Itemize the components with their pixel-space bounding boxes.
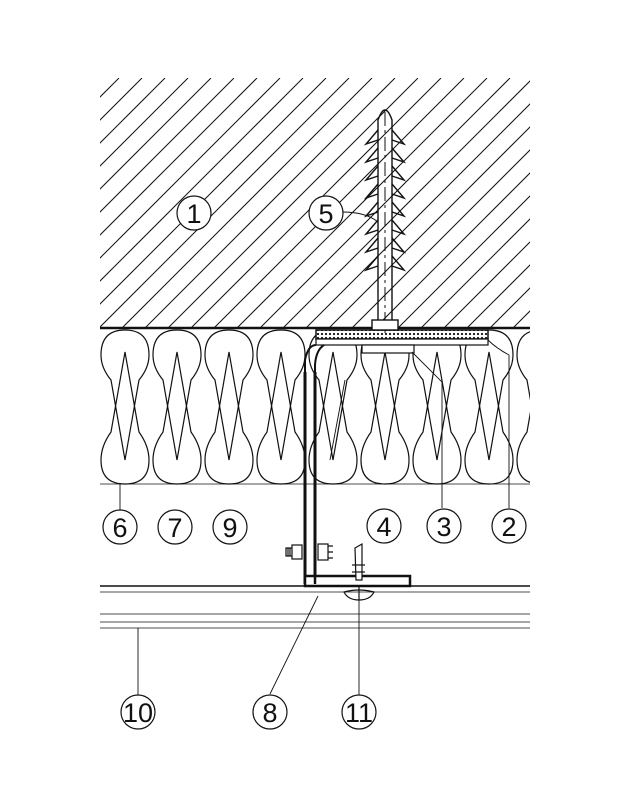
- hatch-line: [100, 78, 212, 190]
- callout-1: 1: [176, 195, 212, 231]
- callout-5-label: 5: [318, 199, 333, 229]
- callout-9-label: 9: [222, 513, 237, 543]
- callout-10-label: 10: [123, 698, 153, 728]
- insulation-lobe-lower: [360, 351, 410, 485]
- callout-10: 10: [120, 694, 156, 730]
- hatch-line: [100, 78, 120, 98]
- hatch-line: [259, 78, 511, 328]
- hatch-line: [121, 78, 373, 328]
- callout-6: 6: [102, 509, 138, 545]
- hatch-line: [100, 78, 281, 259]
- insulation-lobe-upper: [204, 329, 254, 461]
- hatch-line: [282, 80, 530, 328]
- facade-rivet: [343, 542, 375, 601]
- cladding-panel: [100, 585, 530, 629]
- hatch-line: [397, 195, 530, 328]
- bracket-base-plate: [315, 338, 489, 346]
- thermal-isolation-pad: [315, 329, 489, 340]
- hatch-line: [236, 78, 488, 328]
- hatch-line: [328, 126, 530, 328]
- hatch-line: [605, 78, 630, 328]
- hatch-line: [582, 78, 630, 328]
- hatch-line: [100, 78, 143, 121]
- hatch-line: [100, 78, 189, 167]
- callout-2: 2: [491, 508, 527, 544]
- insulation-lobe-upper: [412, 329, 462, 461]
- callout-2-label: 2: [501, 512, 516, 542]
- hatch-line: [100, 78, 235, 213]
- callout-3: 3: [426, 508, 462, 544]
- insulation-lobe-upper: [100, 329, 150, 461]
- callout-4-label: 4: [376, 512, 391, 542]
- callout-3-label: 3: [436, 512, 451, 542]
- hatch-line: [0, 78, 73, 328]
- hatch-line: [489, 287, 530, 328]
- callout-7: 7: [157, 509, 193, 545]
- anchor-dowel: [363, 109, 407, 335]
- hatch-line: [0, 78, 96, 328]
- hatch-line: [0, 78, 50, 328]
- bracket-screw: [285, 543, 333, 561]
- bracket-thick-section: [303, 372, 317, 584]
- wall-hatching: [0, 78, 630, 328]
- insulation-layer: [100, 329, 530, 485]
- insulation-lobe-upper: [464, 329, 514, 461]
- insulation-lobe-lower: [100, 351, 150, 485]
- callout-11: 11: [341, 694, 377, 730]
- insulation-lobe-lower: [256, 351, 306, 485]
- hatch-line: [351, 149, 530, 328]
- insulation-lobe-lower: [464, 351, 514, 485]
- hatch-line: [100, 78, 166, 144]
- hatch-line: [420, 218, 530, 328]
- hatch-line: [100, 78, 258, 236]
- callout-5: 5: [308, 195, 344, 231]
- callout-6-label: 6: [112, 513, 127, 543]
- hatch-line: [100, 78, 304, 282]
- hatch-line: [374, 172, 530, 328]
- callout-1-label: 1: [186, 199, 201, 229]
- hatch-line: [536, 78, 630, 328]
- insulation-lobe-lower: [204, 351, 254, 485]
- hatch-line: [512, 310, 530, 328]
- callout-11-label: 11: [345, 698, 373, 728]
- hatch-line: [144, 78, 396, 328]
- hatch-line: [100, 78, 350, 328]
- insulation-lobe-lower: [516, 411, 530, 483]
- leader-lines: [119, 211, 510, 695]
- insulation-lobe-lower: [412, 351, 462, 485]
- washer: [361, 344, 415, 354]
- insulation-lobe-lower: [152, 351, 202, 485]
- l-bracket: [304, 344, 325, 584]
- insulation-lobe-upper: [256, 329, 306, 461]
- hatch-line: [167, 78, 419, 328]
- callout-7-label: 7: [167, 513, 182, 543]
- callout-8-label: 8: [262, 698, 277, 728]
- insulation-lobe-upper: [152, 329, 202, 461]
- hatch-line: [305, 103, 530, 328]
- insulation-lobe-upper: [516, 331, 530, 401]
- hatch-line: [466, 264, 530, 328]
- hatch-line: [559, 78, 630, 328]
- hatch-line: [443, 241, 530, 328]
- callout-4: 4: [366, 508, 402, 544]
- callout-9: 9: [212, 509, 248, 545]
- callout-8: 8: [252, 694, 288, 730]
